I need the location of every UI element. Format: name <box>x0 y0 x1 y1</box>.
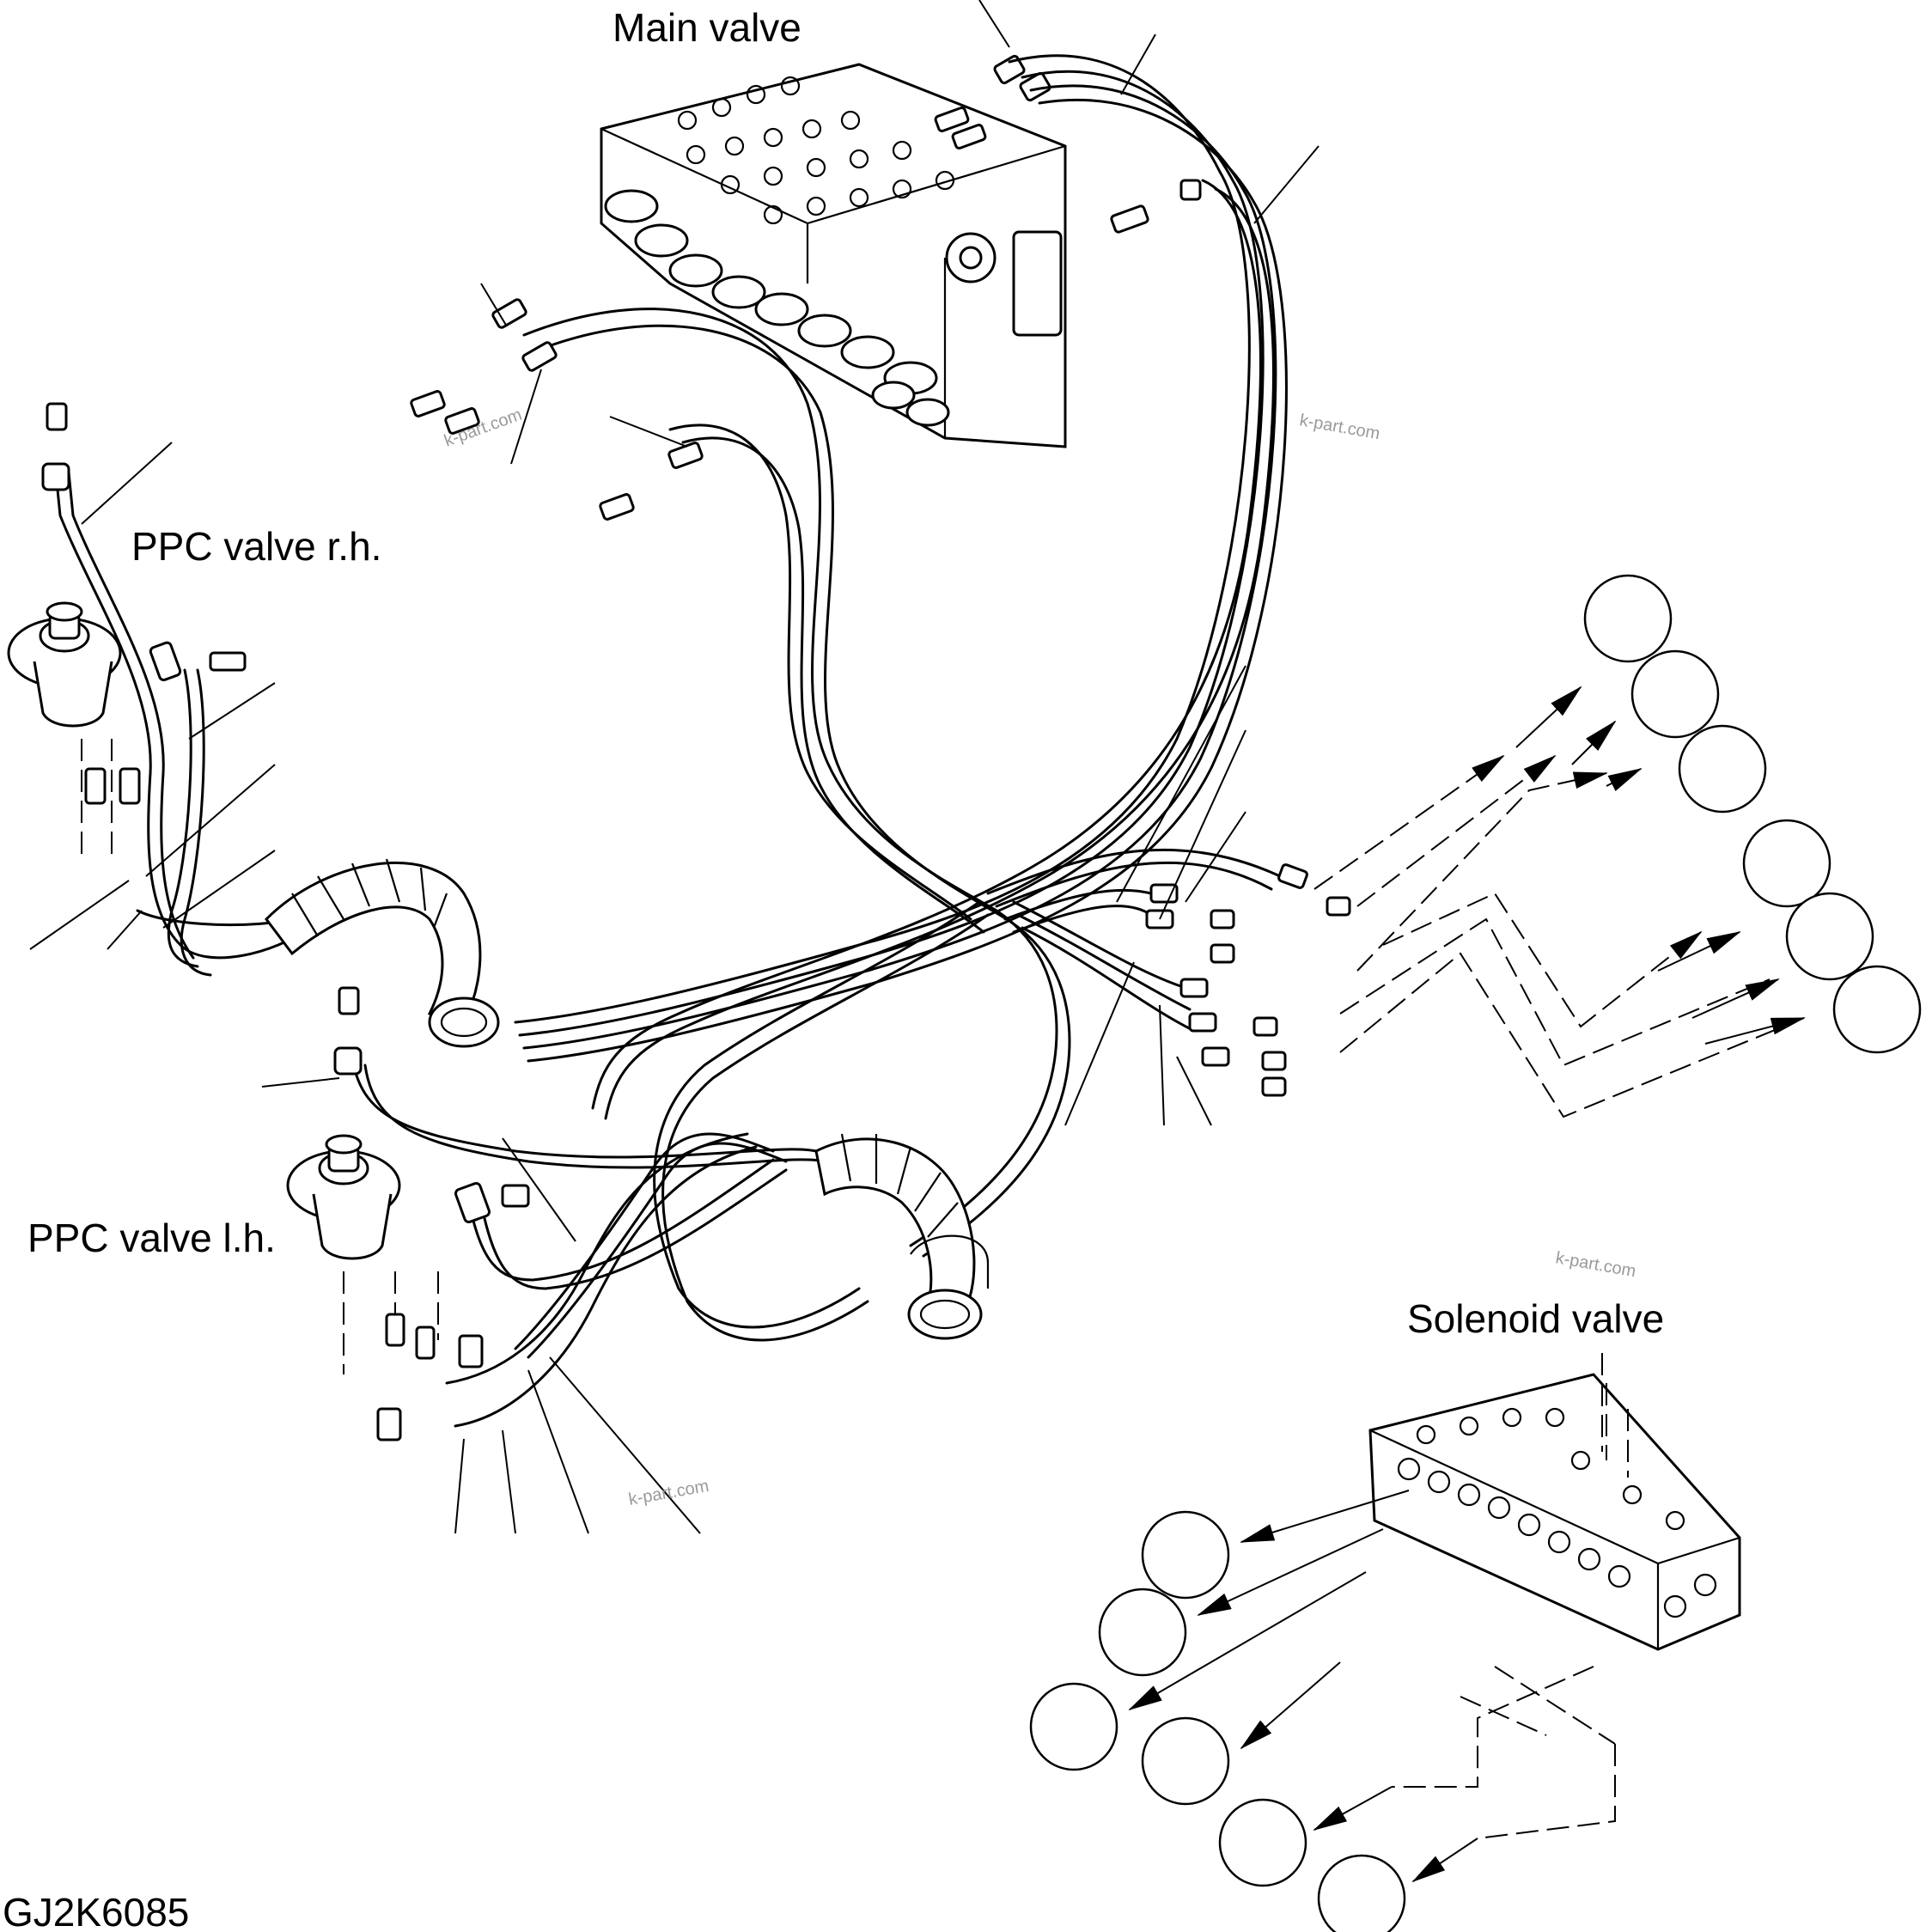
solenoid-valve-ports <box>1397 1407 1717 1618</box>
watermark: k-part.com <box>1298 411 1381 443</box>
spiral-guard-rh <box>265 858 500 1048</box>
solenoid-valve-label: Solenoid valve <box>1407 1296 1664 1341</box>
solenoid-valve-block <box>1368 1373 1741 1651</box>
watermark: k-part.com <box>627 1477 710 1509</box>
reference-circles-right <box>1583 574 1922 1054</box>
flow-arrows-solenoid <box>1128 1490 1616 1883</box>
reference-circles-solenoid <box>1029 1510 1406 1932</box>
drawing-code: GJ2K6085 <box>3 1890 189 1932</box>
main-valve-spools <box>604 189 950 427</box>
hose-lh-ppc <box>350 1055 826 1428</box>
ppc-valve-lh-label: PPC valve l.h. <box>27 1216 276 1260</box>
ppc-valve-rh <box>7 402 247 859</box>
hose-bundle-center <box>522 308 1071 1342</box>
solenoid-dashed-routes <box>1460 1353 1629 1745</box>
main-valve-assembly <box>600 54 1202 448</box>
main-valve-label: Main valve <box>613 5 801 50</box>
watermark: k-part.com <box>1554 1248 1637 1281</box>
ppc-valve-lh <box>286 986 530 1441</box>
watermark: k-part.com <box>442 405 524 451</box>
leader-lines <box>29 0 1320 1534</box>
hose-end-fittings <box>410 298 1351 1097</box>
ppc-valve-rh-label: PPC valve r.h. <box>131 524 381 569</box>
main-valve-fittings <box>934 54 1202 234</box>
spiral-guard-lh <box>814 1133 990 1340</box>
hose-bundle-right <box>986 848 1282 1033</box>
flow-arrows-right <box>1313 686 1806 1118</box>
main-valve-ports <box>677 76 955 225</box>
hose-bundle-main <box>514 54 1288 1120</box>
